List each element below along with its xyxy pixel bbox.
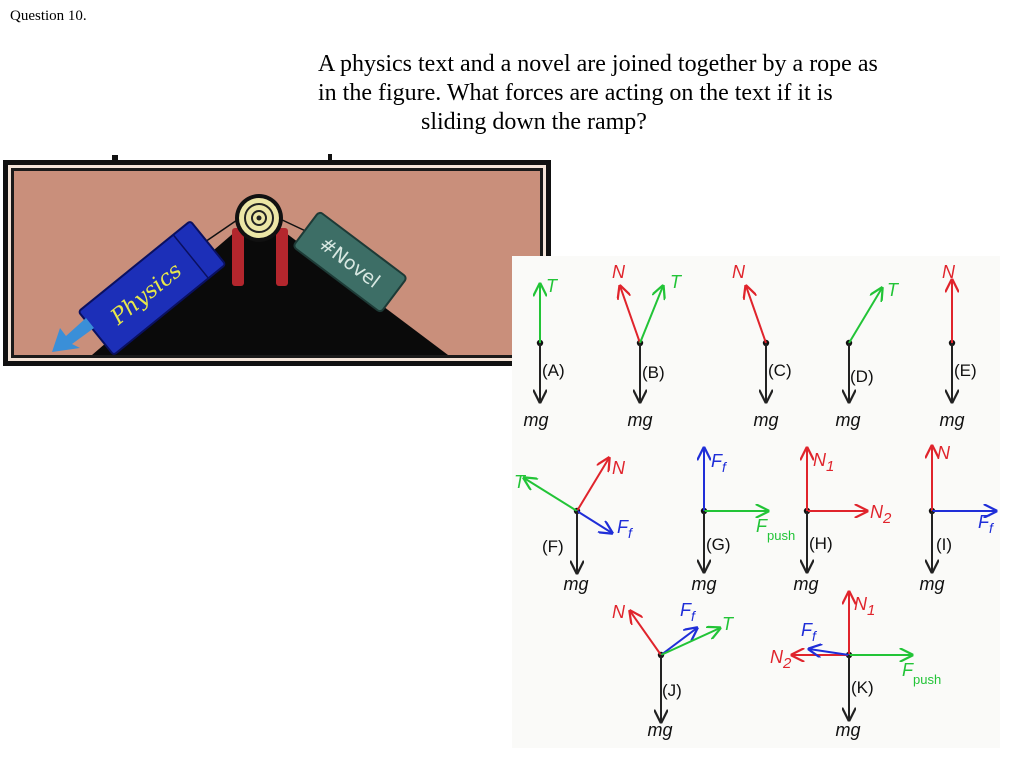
option-label-K: (K) — [851, 678, 874, 697]
label-mg-A: mg — [523, 410, 548, 430]
label-mg-G: mg — [691, 574, 716, 594]
question-line-1: A physics text and a novel are joined to… — [318, 51, 878, 77]
option-label-J: (J) — [662, 681, 682, 700]
label-mg-B: mg — [627, 410, 652, 430]
label-N-I: N — [937, 443, 951, 463]
arrow-friction-F — [576, 510, 612, 533]
arrow-tension-B — [639, 286, 663, 344]
arrow-friction-J — [660, 628, 697, 656]
label-mg-E: mg — [939, 410, 964, 430]
pulley-support-right — [276, 228, 288, 286]
label-T-F: T — [514, 472, 527, 492]
ramp-triangle — [92, 212, 448, 355]
option-label-F: (F) — [542, 537, 564, 556]
option-label-D: (D) — [850, 367, 874, 386]
physics-book: Physics — [78, 221, 226, 355]
option-label-G: (G) — [706, 535, 731, 554]
arrow-normal-J — [630, 611, 662, 656]
label-N-F: N — [612, 458, 626, 478]
label-mg-K: mg — [835, 720, 860, 740]
option-label-I: (I) — [936, 535, 952, 554]
option-label-E: (E) — [954, 361, 977, 380]
label-mg-I: mg — [919, 574, 944, 594]
label-N-B: N — [612, 262, 626, 282]
arrow-normal-F — [576, 458, 609, 512]
question-line-2: in the figure. What forces are acting on… — [318, 80, 833, 106]
label-mg-J: mg — [647, 720, 672, 740]
question-number: Question 10. — [10, 8, 87, 24]
label-mg-F: mg — [563, 574, 588, 594]
pulley-support-left — [232, 228, 244, 286]
label-mg-C: mg — [753, 410, 778, 430]
label-T-J: T — [722, 614, 735, 634]
option-label-C: (C) — [768, 361, 792, 380]
arrow-tension-D — [848, 288, 882, 344]
option-label-A: (A) — [542, 361, 565, 380]
label-T-B: T — [670, 272, 683, 292]
label-mg-D: mg — [835, 410, 860, 430]
option-label-B: (B) — [642, 363, 665, 382]
label-N-C: N — [732, 262, 746, 282]
label-T-A: T — [546, 276, 559, 296]
pulley — [235, 194, 283, 242]
label-N-E: N — [942, 262, 956, 282]
label-mg-H: mg — [793, 574, 818, 594]
question-line-3: sliding down the ramp? — [421, 109, 647, 135]
ramp-pulley-figure: Physics #Novel — [0, 150, 560, 370]
arrow-tension-J — [660, 628, 720, 656]
question-text: A physics text and a novel are joined to… — [318, 50, 1018, 137]
option-label-H: (H) — [809, 534, 833, 553]
arrow-tension-F — [524, 478, 578, 512]
slide-direction-arrow — [52, 318, 94, 352]
label-N-J: N — [612, 602, 626, 622]
arrow-normal-C — [746, 286, 767, 344]
arrow-normal-B — [620, 286, 641, 344]
arrow-friction-K — [809, 649, 850, 655]
label-T-D: T — [887, 280, 900, 300]
